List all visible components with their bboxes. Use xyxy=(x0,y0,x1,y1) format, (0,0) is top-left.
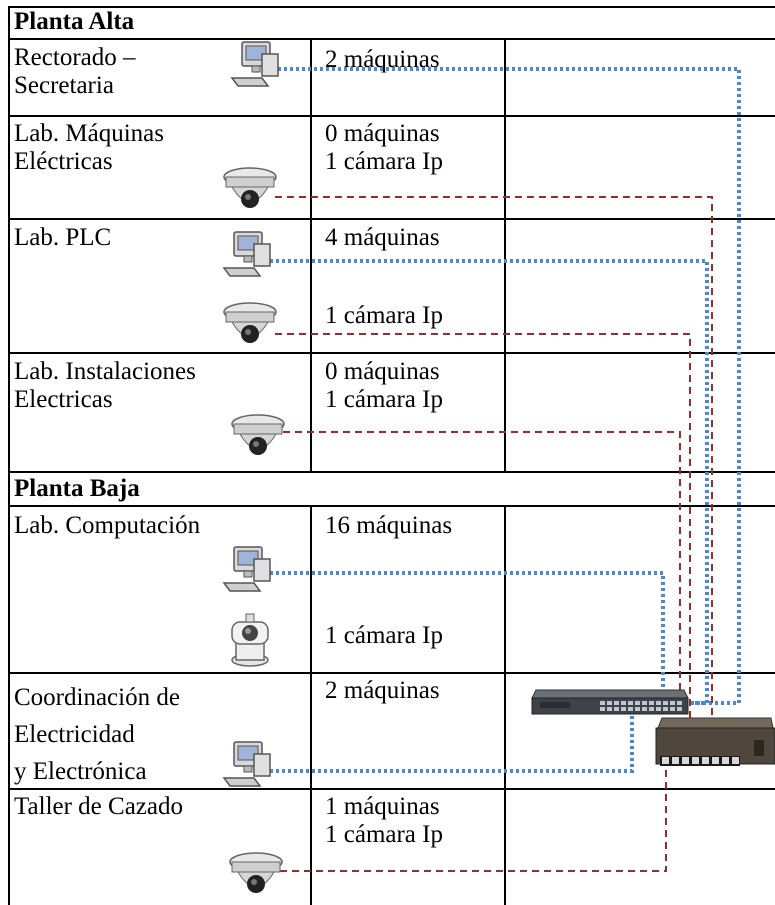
data-link-coordinacion xyxy=(270,713,634,773)
detail-taller: 1 máquinas 1 cámara Ip xyxy=(325,793,443,848)
camera-count-lab-plc: 1 cámara Ip xyxy=(325,302,443,329)
rack-switch-icon xyxy=(531,689,689,715)
data-link-lab-plc xyxy=(270,259,709,705)
desktop-computer-icon xyxy=(230,41,279,87)
data-link-lab-computacion xyxy=(270,571,665,697)
grid-line xyxy=(8,788,775,790)
data-links xyxy=(270,67,741,773)
location-lab-instalaciones: Lab. Instalaciones Electricas xyxy=(14,358,196,413)
section-header-upper-floor: Planta Alta xyxy=(14,8,135,35)
camera-link-lab-maquinas xyxy=(275,196,713,755)
machine-count-lab-plc: 4 máquinas xyxy=(325,224,440,251)
grid-line xyxy=(8,352,775,354)
location-taller: Taller de Cazado xyxy=(14,793,183,820)
location-coordinacion: Coordinación de Electricidad y Electróni… xyxy=(14,684,180,785)
dome-camera-icon xyxy=(223,302,277,343)
section-header-ground-floor: Planta Baja xyxy=(14,475,140,502)
camera-link-lab-instalaciones xyxy=(283,431,681,755)
desktop-switch-icon xyxy=(655,717,775,766)
grid-line xyxy=(8,115,775,117)
grid-line xyxy=(8,505,775,507)
grid-line xyxy=(8,471,775,473)
detail-lab-maquinas: 0 máquinas 1 cámara Ip xyxy=(325,120,443,175)
location-lab-maquinas: Lab. Máquinas Eléctricas xyxy=(14,120,164,175)
desktop-computer-icon xyxy=(222,546,271,592)
camera-count-lab-computacion: 1 cámara Ip xyxy=(325,622,443,649)
machine-count-lab-computacion: 16 máquinas xyxy=(325,512,453,539)
desktop-computer-icon xyxy=(222,741,271,787)
dome-camera-icon xyxy=(223,167,277,208)
dome-camera-icon xyxy=(229,852,283,893)
grid-line xyxy=(8,218,775,220)
location-lab-computacion: Lab. Computación xyxy=(14,512,201,539)
grid-line xyxy=(8,38,775,40)
grid-line xyxy=(504,38,506,473)
detail-lab-instalaciones: 0 máquinas 1 cámara Ip xyxy=(325,358,443,413)
grid-line xyxy=(310,38,312,473)
location-rectorado: Rectorado – Secretaria xyxy=(14,44,136,99)
data-link-rectorado xyxy=(278,67,741,705)
ptz-camera-icon xyxy=(231,613,269,667)
camera-links xyxy=(275,196,713,872)
grid-line xyxy=(504,505,506,905)
grid-line xyxy=(8,6,10,905)
grid-line xyxy=(8,6,775,8)
camera-link-taller xyxy=(280,760,667,872)
dome-camera-icon xyxy=(231,414,285,455)
machine-count-coordinacion: 2 máquinas xyxy=(325,677,440,704)
location-lab-plc: Lab. PLC xyxy=(14,224,112,251)
camera-link-lab-plc xyxy=(275,333,691,755)
grid-line xyxy=(8,672,775,674)
grid-line xyxy=(310,505,312,905)
desktop-computer-icon xyxy=(222,231,271,277)
